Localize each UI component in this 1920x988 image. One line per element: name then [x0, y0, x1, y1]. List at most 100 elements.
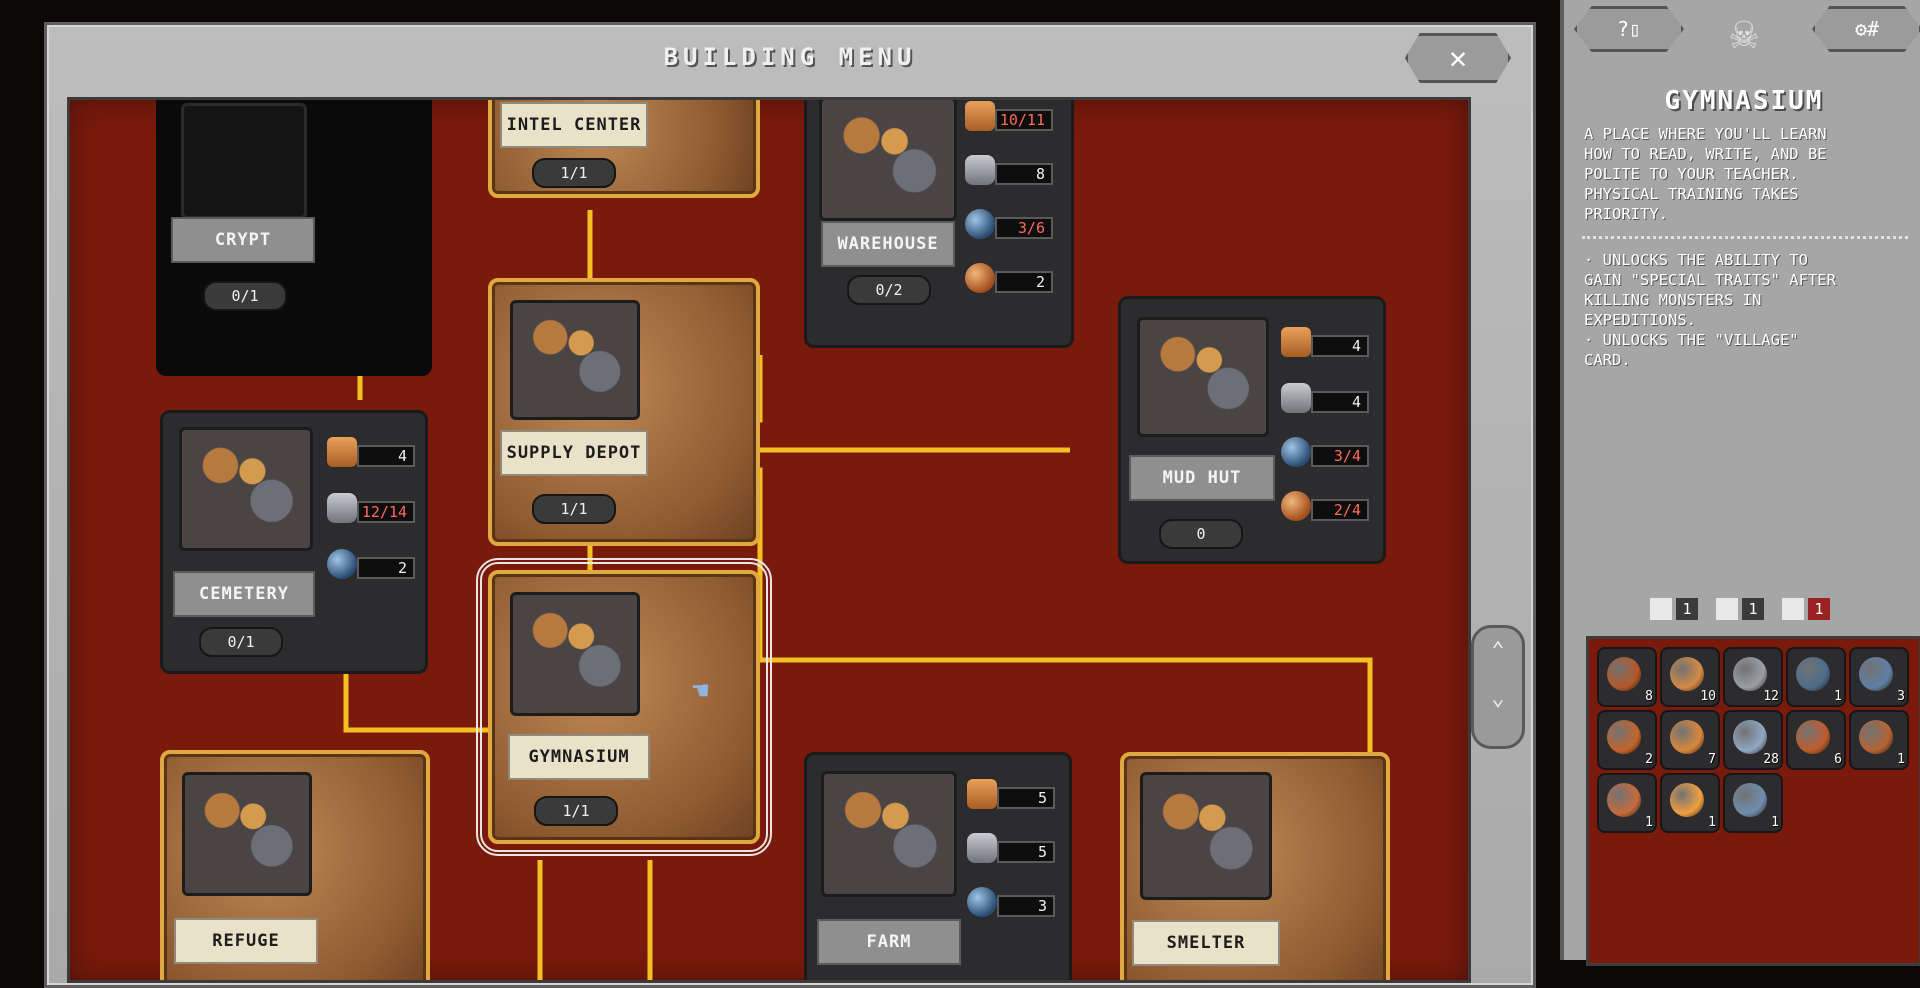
crypt-image	[181, 103, 307, 219]
slot-quantity: 1	[1897, 752, 1905, 767]
divider	[1582, 236, 1908, 239]
resource-wood: 10/11	[965, 101, 1055, 133]
card-refuge[interactable]: REFUGE	[160, 750, 430, 980]
slot-quantity: 3	[1897, 689, 1905, 704]
scroll-down-icon[interactable]: ⌄	[1491, 686, 1505, 711]
card-count: 1/1	[534, 796, 618, 826]
scroll-control[interactable]: ⌃ ⌄	[1471, 625, 1525, 749]
gold-orb-icon	[1670, 783, 1704, 817]
slot-quantity: 12	[1763, 689, 1779, 704]
inventory-slot[interactable]: 6	[1786, 710, 1846, 770]
shard-icon	[1859, 720, 1893, 754]
resource-wood: 5	[967, 779, 1057, 811]
card-count: 1/1	[532, 494, 616, 524]
help-button[interactable]: ?▯	[1574, 6, 1684, 52]
card-label: MUD HUT	[1129, 455, 1275, 501]
wood-icon	[965, 101, 995, 131]
farm-image	[821, 771, 957, 897]
orb-icon	[967, 887, 997, 917]
inventory-slot[interactable]: 10	[1660, 647, 1720, 707]
resource-value: 4	[1311, 391, 1369, 413]
road-icon	[1716, 598, 1738, 620]
close-x-icon: ✕	[1448, 40, 1468, 76]
resource-wood: 4	[327, 437, 417, 469]
building-description: A PLACE WHERE YOU'LL LEARN HOW TO READ, …	[1584, 125, 1827, 223]
gymnasium-image	[510, 592, 640, 716]
resource-value: 3/6	[995, 217, 1053, 239]
slot-quantity: 10	[1700, 689, 1716, 704]
resource-value: 4	[357, 445, 415, 467]
card-gymnasium[interactable]: GYMNASIUM 1/1 ☚	[476, 558, 772, 856]
card-label: SUPPLY DEPOT	[500, 430, 648, 476]
orb-icon	[1281, 437, 1311, 467]
resource-food: 2/4	[1281, 491, 1371, 523]
counter-value: 1	[1676, 598, 1698, 620]
card-warehouse[interactable]: WAREHOUSE 0/2 10/11 8 3/6 2	[804, 100, 1074, 348]
stone-icon	[1733, 657, 1767, 691]
card-cemetery[interactable]: CEMETERY 0/1 4 12/14 2	[160, 410, 428, 674]
inventory-slot[interactable]: 12	[1723, 647, 1783, 707]
card-label: GYMNASIUM	[508, 734, 650, 780]
resource-orb: 3	[967, 887, 1057, 919]
window-title: BUILDING MENU	[663, 43, 917, 71]
card-label: WAREHOUSE	[821, 221, 955, 267]
resource-value: 10/11	[995, 109, 1053, 131]
resource-food: 2	[965, 263, 1055, 295]
question-book-icon: ?▯	[1616, 17, 1642, 41]
metal-icon	[1796, 657, 1830, 691]
gear-icon: ⚙#	[1854, 17, 1880, 41]
inventory-slot[interactable]: 1	[1723, 773, 1783, 833]
resource-stone: 5	[967, 833, 1057, 865]
resource-value: 8	[995, 163, 1053, 185]
building-board[interactable]: CRYPT 0/1 INTEL CENTER 1/1 WAREHOUSE 0/2…	[67, 97, 1471, 983]
building-menu-window: BUILDING MENU ✕ CRYPT 0/1 INT	[44, 22, 1536, 988]
settings-button[interactable]: ⚙#	[1812, 6, 1920, 52]
card-supply-depot[interactable]: SUPPLY DEPOT 1/1	[488, 278, 760, 546]
mud-hut-image	[1137, 317, 1269, 437]
card-mud-hut[interactable]: MUD HUT 0 4 4 3/4 2/4	[1118, 296, 1386, 564]
wood-icon	[327, 437, 357, 467]
pointer-hand-icon: ☚	[692, 674, 709, 707]
card-intel-center[interactable]: INTEL CENTER 1/1	[488, 100, 760, 198]
inventory-slot[interactable]: 3	[1849, 647, 1909, 707]
ring-icon	[1796, 720, 1830, 754]
wood-icon	[1281, 327, 1311, 357]
card-label: INTEL CENTER	[500, 102, 648, 148]
scroll-up-icon[interactable]: ⌃	[1491, 638, 1505, 663]
counter-value: 1	[1742, 598, 1764, 620]
resource-value: 12/14	[357, 501, 415, 523]
card-crypt[interactable]: CRYPT 0/1	[156, 100, 432, 376]
inventory-slot[interactable]: 1	[1597, 773, 1657, 833]
card-label: REFUGE	[174, 918, 318, 964]
inventory-slot[interactable]: 1	[1660, 773, 1720, 833]
card-smelter[interactable]: SMELTER	[1120, 752, 1390, 980]
wood-icon	[1670, 657, 1704, 691]
resource-value: 2	[995, 271, 1053, 293]
stone-icon	[1281, 383, 1311, 413]
card-count: 0	[1159, 519, 1243, 549]
tile-icon	[1782, 598, 1804, 620]
building-unlocks: · UNLOCKS THE ABILITY TO GAIN "SPECIAL T…	[1584, 251, 1836, 369]
card-count: 0/1	[203, 281, 287, 311]
cemetery-image	[179, 427, 313, 551]
inventory-slot[interactable]: 8	[1597, 647, 1657, 707]
resource-value: 2	[357, 557, 415, 579]
card-farm[interactable]: FARM 5 5 3	[804, 752, 1072, 980]
inventory-slot[interactable]: 7	[1660, 710, 1720, 770]
resource-value: 3/4	[1311, 445, 1369, 467]
card-count: 0/2	[847, 275, 931, 305]
inventory-slot[interactable]: 1	[1786, 647, 1846, 707]
food-icon	[965, 263, 995, 293]
card-count: 0/1	[199, 627, 283, 657]
book-icon	[1733, 720, 1767, 754]
inventory-slot[interactable]: 1	[1849, 710, 1909, 770]
stone-icon	[327, 493, 357, 523]
slot-quantity: 1	[1708, 815, 1716, 830]
inventory-slot[interactable]: 2	[1597, 710, 1657, 770]
close-button[interactable]: ✕	[1405, 33, 1511, 83]
slot-quantity: 6	[1834, 752, 1842, 767]
inventory-slot[interactable]: 28	[1723, 710, 1783, 770]
resource-value: 5	[997, 841, 1055, 863]
supply-depot-image	[510, 300, 640, 420]
resource-value: 2/4	[1311, 499, 1369, 521]
